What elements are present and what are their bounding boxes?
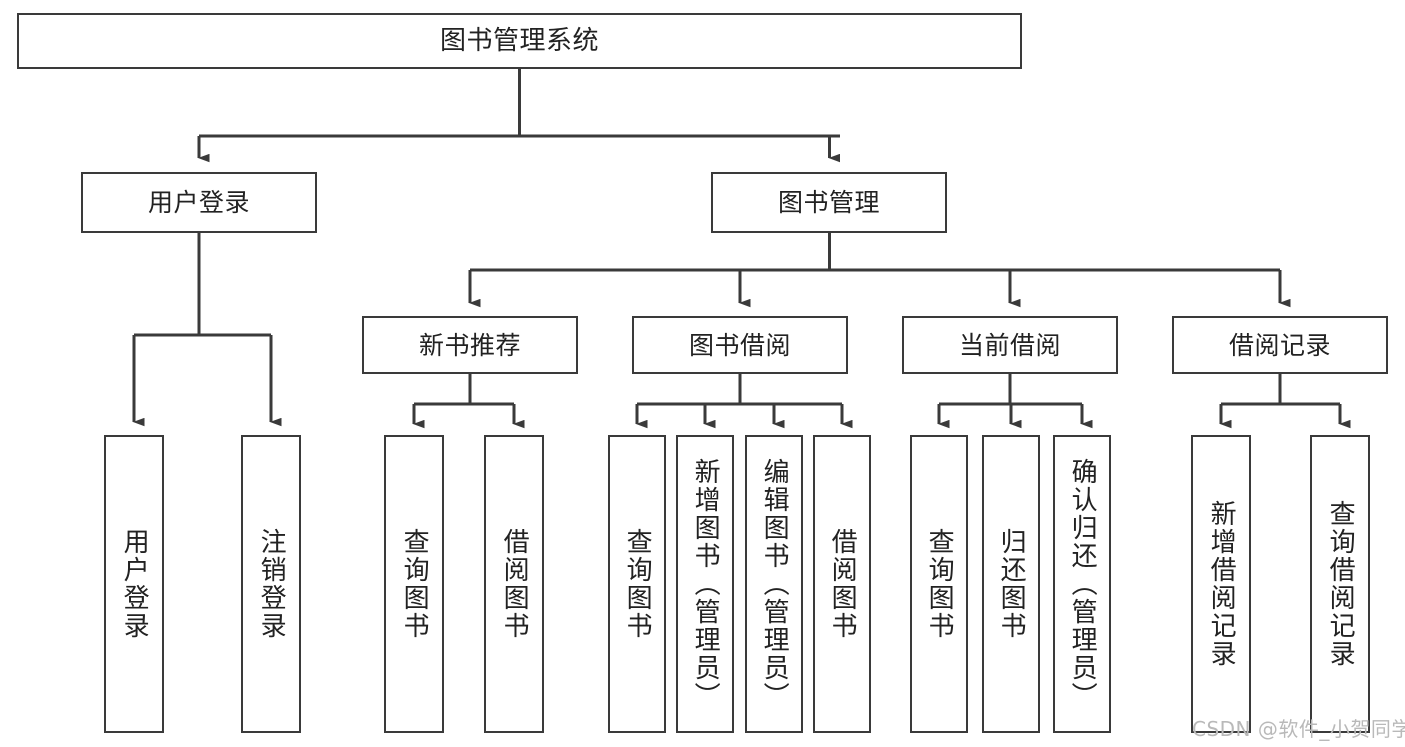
node-book-borrow[interactable]: 图书借阅 [632,316,848,374]
node-leaf-add-borrow-record[interactable]: 新增借阅记录 [1191,435,1251,733]
node-leaf-user-login[interactable]: 用户登录 [104,435,164,733]
node-leaf-add-book-admin[interactable]: 新增图书（管理员） [676,435,734,733]
node-label: 图书管理系统 [439,25,599,56]
node-label: 查询图书 [399,528,430,640]
node-leaf-borrow-book-borrow[interactable]: 借阅图书 [813,435,871,733]
node-label: 编辑图书（管理员） [759,458,790,710]
node-book-management-system[interactable]: 图书管理系统 [17,13,1022,69]
node-leaf-logout-login[interactable]: 注销登录 [241,435,301,733]
node-label: 确认归还（管理员） [1067,458,1098,710]
node-label: 查询借阅记录 [1325,500,1356,668]
node-label: 当前借阅 [958,330,1061,360]
node-leaf-query-borrow-record[interactable]: 查询借阅记录 [1310,435,1370,733]
node-new-book-recommend[interactable]: 新书推荐 [362,316,578,374]
node-label: 用户登录 [147,188,250,217]
node-leaf-query-book-borrow[interactable]: 查询图书 [608,435,666,733]
node-label: 新书推荐 [418,330,521,360]
node-leaf-query-book-recommend[interactable]: 查询图书 [384,435,444,733]
node-user-login[interactable]: 用户登录 [81,172,317,233]
node-label: 借阅图书 [499,528,530,640]
node-book-management[interactable]: 图书管理 [711,172,947,233]
node-label: 图书借阅 [688,330,791,360]
node-borrow-record[interactable]: 借阅记录 [1172,316,1388,374]
node-label: 新增借阅记录 [1206,500,1237,668]
watermark-text: CSDN @软件_小贺同学 [1192,717,1405,741]
node-label: 借阅图书 [827,528,858,640]
node-leaf-query-book-current[interactable]: 查询图书 [910,435,968,733]
node-label: 新增图书（管理员） [690,458,721,710]
node-label: 借阅记录 [1228,330,1331,360]
node-leaf-return-book[interactable]: 归还图书 [982,435,1040,733]
node-label: 归还图书 [996,528,1027,640]
node-label: 查询图书 [924,528,955,640]
node-current-borrow[interactable]: 当前借阅 [902,316,1118,374]
node-leaf-confirm-return-admin[interactable]: 确认归还（管理员） [1053,435,1111,733]
node-label: 查询图书 [622,528,653,640]
node-label: 注销登录 [256,528,287,640]
node-leaf-borrow-book-recommend[interactable]: 借阅图书 [484,435,544,733]
node-leaf-edit-book-admin[interactable]: 编辑图书（管理员） [745,435,803,733]
node-label: 用户登录 [119,528,150,640]
node-label: 图书管理 [777,188,880,217]
